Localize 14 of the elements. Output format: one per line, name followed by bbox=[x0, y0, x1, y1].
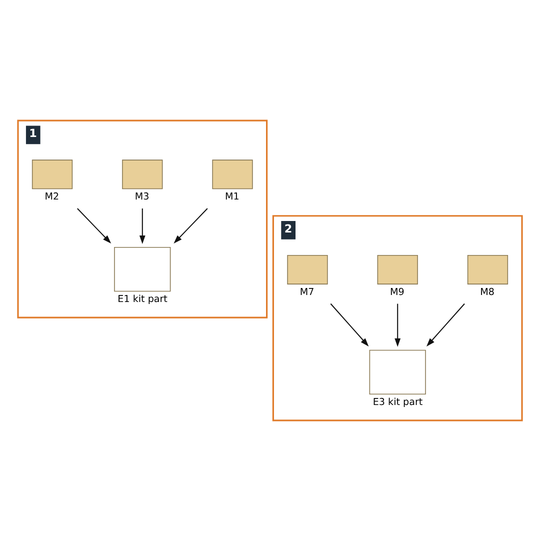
arrow bbox=[394, 303, 401, 346]
node-label: M8 bbox=[480, 286, 494, 298]
arrow bbox=[330, 302, 369, 346]
arrow bbox=[139, 208, 146, 244]
node-label: M3 bbox=[134, 191, 150, 202]
node-label: M9 bbox=[390, 286, 404, 298]
arrow bbox=[426, 302, 465, 346]
node-label: E1 kit part bbox=[118, 294, 168, 305]
arrow bbox=[174, 208, 208, 244]
node-label: M1 bbox=[224, 191, 240, 202]
arrow bbox=[77, 208, 112, 244]
node-label: M7 bbox=[300, 286, 314, 298]
node-label: E3 kit part bbox=[372, 396, 423, 408]
node-label: M2 bbox=[44, 191, 60, 202]
